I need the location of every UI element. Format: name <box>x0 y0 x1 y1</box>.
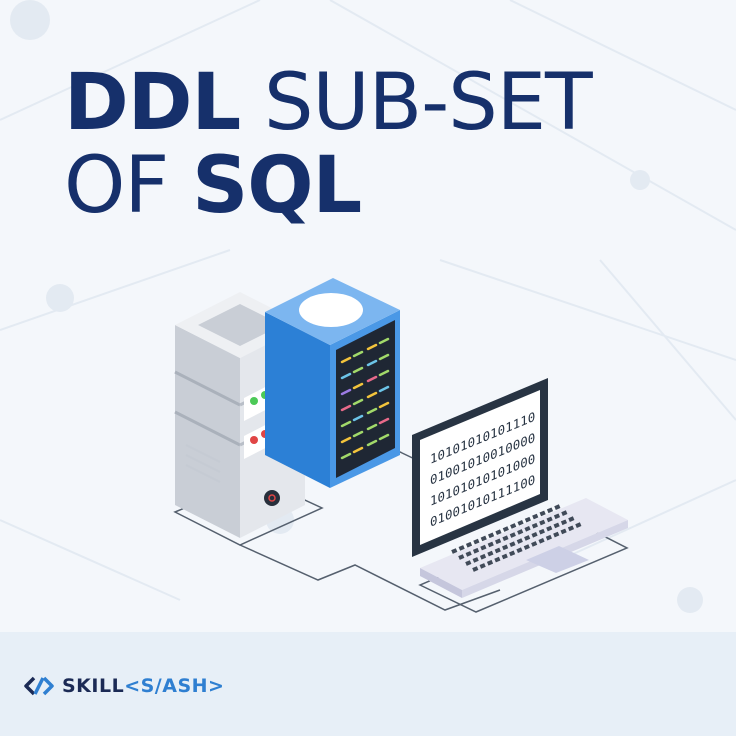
brackets-icon <box>24 676 54 696</box>
title-of: OF <box>64 141 169 231</box>
title-subset: SUB-SET <box>264 58 593 148</box>
server-rack <box>265 278 400 488</box>
laptop: 10101010101110 01001010010000 1010101010… <box>412 378 628 598</box>
brand-name: SKILL<S/ASH> <box>62 675 224 697</box>
brand-name-part2: <S/ASH> <box>124 675 225 697</box>
keyboard <box>451 504 582 572</box>
brand-logo[interactable]: SKILL<S/ASH> <box>24 674 224 698</box>
title-sql: SQL <box>192 141 362 231</box>
brand-name-part1: SKILL <box>62 675 125 697</box>
page-title: DDL SUB-SET OF SQL <box>64 62 593 231</box>
footer-band <box>0 632 736 736</box>
title-ddl: DDL <box>64 58 241 148</box>
